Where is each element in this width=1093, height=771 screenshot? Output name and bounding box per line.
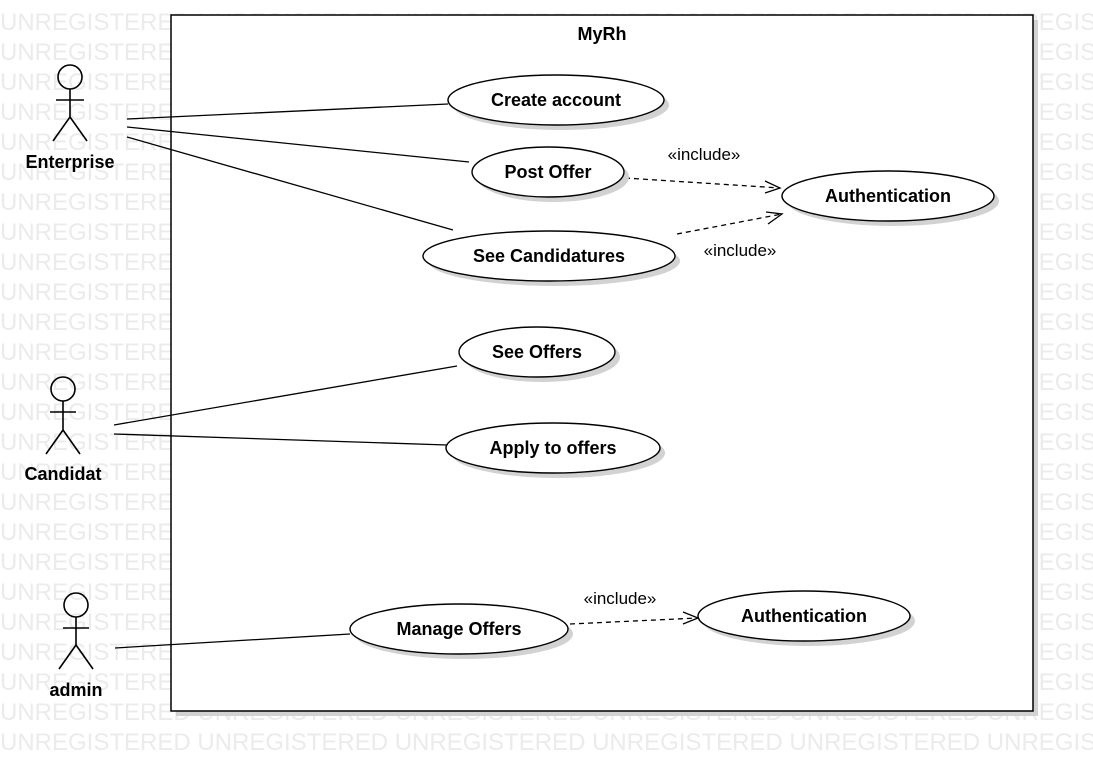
association-enterprise-see-candidatures[interactable] [126,136,454,231]
use-case-authentication[interactable]: Authentication [781,170,999,226]
include-label: «include» [584,589,657,608]
stick-figure-icon [45,376,81,455]
actor-label: Candidat [24,464,101,484]
association-enterprise-create-account[interactable] [126,103,449,120]
use-case-see-offers[interactable]: See Offers [458,326,620,382]
actor-label: admin [49,680,102,700]
association-candidat-see-offers[interactable] [113,365,458,426]
actor-admin[interactable]: admin [49,592,103,700]
use-case-manage-offers[interactable]: Manage Offers [349,603,573,659]
stick-figure-icon [52,64,88,142]
use-case-label: Create account [491,90,621,110]
actor-label: Enterprise [25,152,114,172]
use-case-label: See Offers [492,342,582,362]
use-case-see-candidatures[interactable]: See Candidatures [422,230,680,286]
use-case-authentication-admin[interactable]: Authentication [697,590,915,646]
watermark-row: UNREGISTERED UNREGISTERED UNREGISTERED U… [0,729,1093,756]
include-dependencies: «include» «include» «include» [569,145,784,625]
use-case-label: See Candidatures [473,246,625,266]
use-case-label: Apply to offers [489,438,616,458]
association-enterprise-post-offer[interactable] [126,126,470,163]
actor-candidat[interactable]: Candidat [24,376,102,484]
actor-enterprise[interactable]: Enterprise [25,64,115,172]
use-case-label: Post Offer [504,162,591,182]
use-case-label: Manage Offers [396,619,521,639]
use-case-label: Authentication [741,606,867,626]
include-see-candidatures-authentication[interactable]: «include» [676,211,784,260]
stick-figure-icon [58,592,94,670]
association-admin-manage-offers[interactable] [114,633,351,649]
use-case-post-offer[interactable]: Post Offer [471,146,629,202]
include-post-offer-authentication[interactable]: «include» [624,145,782,194]
association-candidat-apply-to-offers[interactable] [113,433,448,446]
include-label: «include» [704,241,777,260]
associations [113,103,470,649]
use-case-label: Authentication [825,186,951,206]
include-label: «include» [668,145,741,164]
use-case-create-account[interactable]: Create account [447,74,669,130]
use-case-apply-to-offers[interactable]: Apply to offers [445,422,665,478]
system-title: MyRh [578,24,627,44]
